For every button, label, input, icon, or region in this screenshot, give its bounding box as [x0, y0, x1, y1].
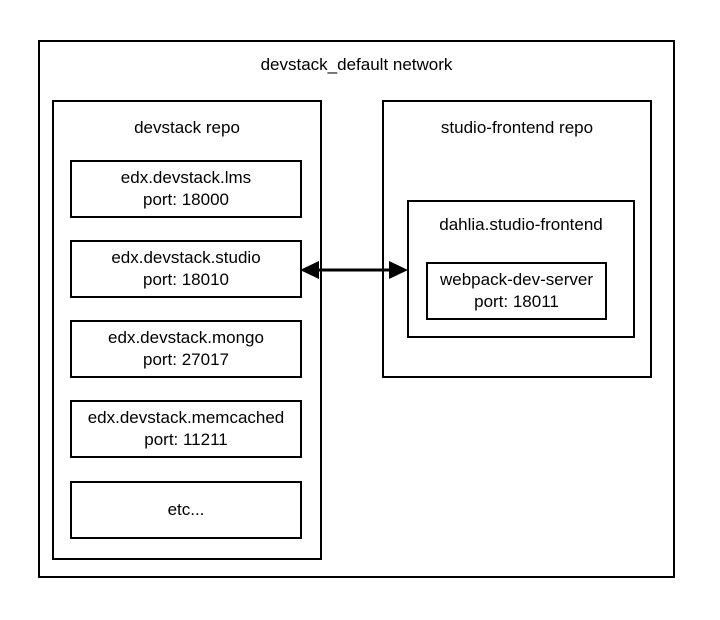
- service-port: port: 18011: [474, 292, 559, 311]
- service-box-lms: edx.devstack.lms port: 18000: [70, 160, 302, 218]
- service-name: edx.devstack.lms: [120, 168, 252, 187]
- service-box-studio: edx.devstack.studio port: 18010: [70, 240, 302, 298]
- studio-frontend-repo-box: studio-frontend repo dahlia.studio-front…: [382, 100, 652, 378]
- service-name: edx.devstack.mongo: [108, 328, 264, 347]
- service-box-etc: etc...: [70, 481, 302, 539]
- network-title: devstack_default network: [260, 55, 453, 74]
- service-name: webpack-dev-server: [439, 270, 594, 289]
- service-name: etc...: [167, 500, 205, 519]
- dahlia-container-title: dahlia.studio-frontend: [439, 215, 603, 234]
- studio-frontend-repo-title: studio-frontend repo: [440, 118, 594, 137]
- service-port: port: 18000: [142, 190, 229, 209]
- devstack-repo-box: devstack repo edx.devstack.lms port: 180…: [52, 100, 322, 560]
- service-port: port: 11211: [144, 430, 228, 449]
- devstack-repo-title: devstack repo: [134, 118, 240, 137]
- service-box-mongo: edx.devstack.mongo port: 27017: [70, 320, 302, 378]
- dahlia-container-box: dahlia.studio-frontend webpack-dev-serve…: [407, 200, 635, 338]
- service-port: port: 18010: [142, 270, 229, 289]
- service-port: port: 27017: [142, 350, 229, 369]
- service-name: edx.devstack.studio: [111, 248, 261, 267]
- service-name: edx.devstack.memcached: [87, 408, 285, 427]
- service-box-memcached: edx.devstack.memcached port: 11211: [70, 400, 302, 458]
- service-box-webpack-dev-server: webpack-dev-server port: 18011: [426, 262, 607, 320]
